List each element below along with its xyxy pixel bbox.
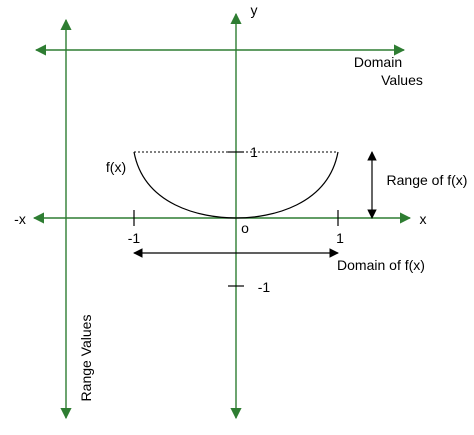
range-of-f-label: Range of f(x) [387,172,468,188]
x-axis-label: x [420,211,427,227]
y-axis-label: y [251,2,258,18]
domain-of-f-label: Domain of f(x) [337,257,425,273]
domain-values-label-line2: Values [381,72,423,88]
origin-label: o [241,220,249,236]
function-curve [133,151,339,219]
function-label: f(x) [106,159,126,175]
tick-neg1-y-label: -1 [258,279,271,295]
range-values-label: Range Values [78,315,94,402]
tick-neg1-x-label: -1 [128,230,141,246]
tick-pos1-x-label: 1 [336,230,344,246]
domain-values-label-line1: Domain [354,54,402,70]
neg-x-axis-label: -x [14,211,26,227]
